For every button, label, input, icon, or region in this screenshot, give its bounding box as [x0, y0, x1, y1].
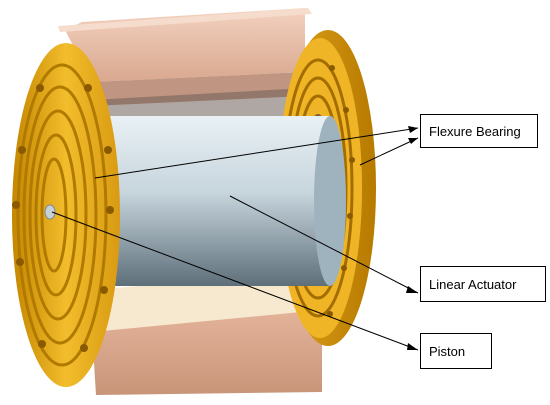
label-linear-actuator: Linear Actuator [420, 266, 546, 302]
left-flexure-flange [12, 43, 120, 387]
housing-bottom [92, 270, 322, 395]
piston-tip [44, 204, 56, 220]
leader-piston [51, 211, 419, 351]
leader-flexure-right [359, 137, 419, 166]
leader-actuator [229, 195, 419, 294]
label-linear-actuator-text: Linear Actuator [429, 276, 517, 292]
leader-arrowheads [406, 126, 418, 350]
leader-flexure-left [94, 127, 419, 179]
label-piston-text: Piston [429, 343, 466, 359]
leader-lines [51, 127, 419, 351]
label-flexure-bearing: Flexure Bearing [420, 114, 538, 148]
linear-actuator-cylinder [95, 116, 346, 286]
label-flexure-bearing-text: Flexure Bearing [429, 123, 521, 139]
label-piston: Piston [420, 333, 492, 369]
